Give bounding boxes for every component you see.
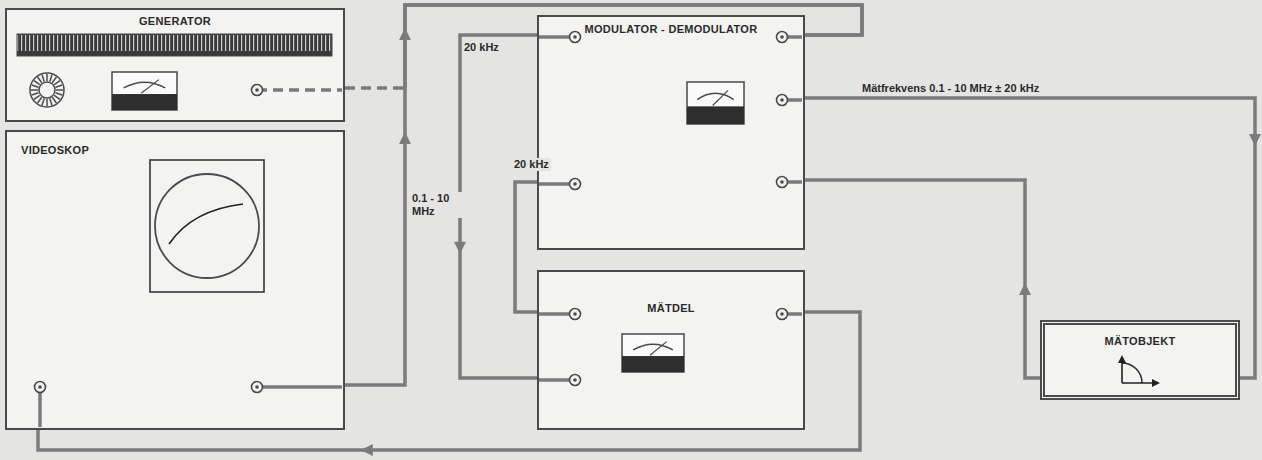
arrowhead (1249, 134, 1261, 146)
signal-wire (460, 35, 537, 378)
arrowhead (399, 28, 411, 40)
videoscope-box: VIDEOSKOP (5, 130, 345, 430)
measuring-unit-box: MÄTDEL (537, 270, 805, 430)
signal-wire (515, 182, 537, 312)
signal-label: Mätfrekvens 0.1 - 10 MHz ± 20 kHz (860, 82, 1041, 95)
box-artwork (7, 132, 342, 427)
arrowhead (361, 444, 373, 456)
box-title: MÄTDEL (539, 302, 803, 314)
signal-wire (805, 180, 1040, 378)
test-object-box: MÄTOBJEKT (1040, 320, 1240, 400)
arrowhead (454, 242, 466, 254)
box-title: MODULATOR - DEMODULATOR (539, 23, 803, 35)
box-title: VIDEOSKOP (21, 144, 343, 156)
box-artwork (539, 17, 802, 247)
box-title: MÄTOBJEKT (1045, 335, 1235, 347)
modulator-box: MODULATOR - DEMODULATOR (537, 15, 805, 250)
signal-label: 20 kHz (512, 158, 551, 171)
generator-box: GENERATOR (5, 8, 345, 122)
arrowhead (399, 132, 411, 144)
signal-label: 0.1 - 10 MHz (410, 192, 466, 218)
box-title: GENERATOR (7, 15, 343, 27)
signal-label: 20 kHz (462, 41, 501, 54)
box-artwork (539, 272, 802, 427)
arrowhead (1019, 283, 1031, 295)
